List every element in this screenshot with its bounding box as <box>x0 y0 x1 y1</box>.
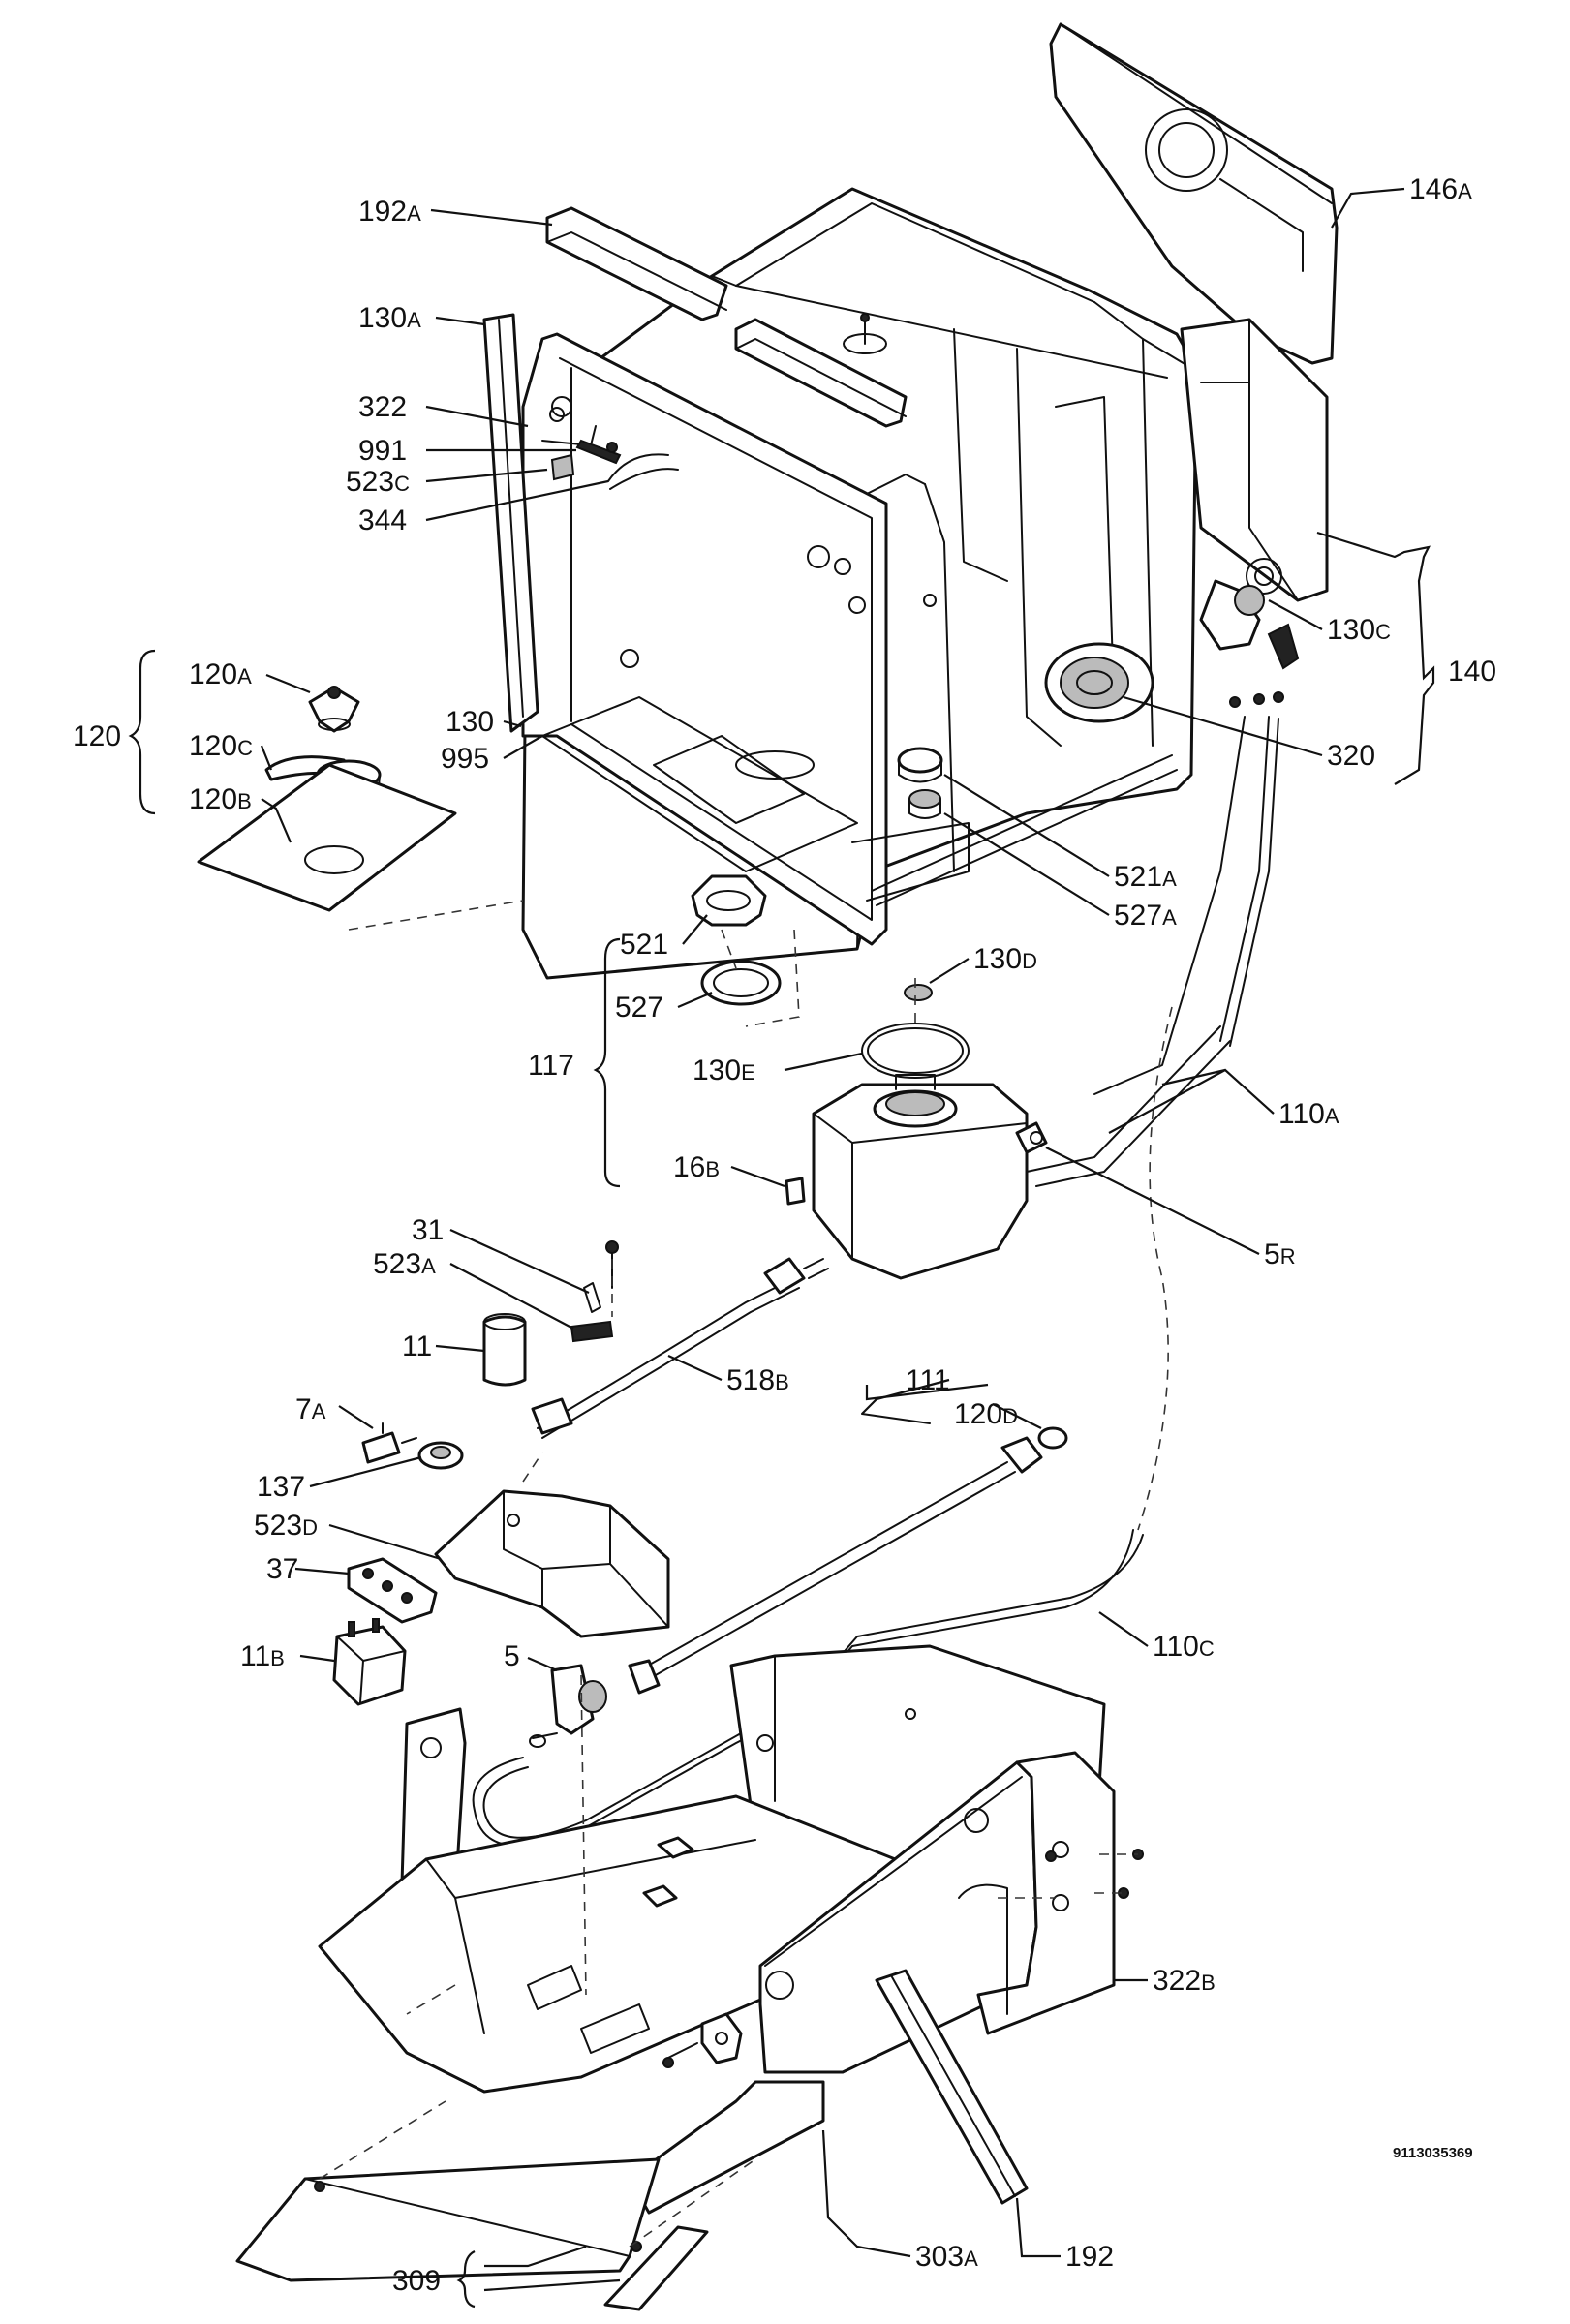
tub-assembly <box>521 187 1198 980</box>
label-130c: 130C <box>1327 614 1391 646</box>
part-labels: 192A 146A 130A 322 991 523C 344 130C 140… <box>73 173 1496 2297</box>
label-117: 117 <box>528 1050 574 1082</box>
rear-panel <box>1049 22 1339 365</box>
label-146a: 146A <box>1409 173 1472 205</box>
sump-assembly <box>691 874 1231 1280</box>
label-344: 344 <box>358 505 407 536</box>
label-991: 991 <box>358 435 407 467</box>
drain-hoses <box>1093 716 1279 1531</box>
label-527a: 527A <box>1114 900 1177 932</box>
label-527: 527 <box>615 992 663 1024</box>
label-11b: 11B <box>240 1640 285 1672</box>
label-5: 5 <box>504 1640 520 1672</box>
label-120c: 120C <box>189 730 253 762</box>
label-120b: 120B <box>189 783 252 815</box>
inlet-valve <box>472 1529 1144 1847</box>
label-11: 11 <box>402 1330 432 1362</box>
kick-plate <box>235 2157 709 2311</box>
electrical-parts <box>332 1240 829 1706</box>
insulation-strip <box>875 1969 1029 2205</box>
label-303a: 303A <box>915 2241 978 2273</box>
label-523a: 523A <box>373 1248 436 1280</box>
filter-assembly <box>197 686 457 912</box>
label-140: 140 <box>1448 656 1496 688</box>
door-hinge-parts <box>549 407 679 490</box>
label-120a: 120A <box>189 658 252 690</box>
label-995: 995 <box>441 743 489 775</box>
drawing-code: 9113035369 <box>1393 2145 1473 2161</box>
label-110a: 110A <box>1278 1098 1339 1130</box>
base-frame <box>318 1644 1144 2215</box>
label-130: 130 <box>446 706 494 738</box>
label-5r: 5R <box>1264 1238 1296 1270</box>
label-523c: 523C <box>346 466 410 498</box>
label-130e: 130E <box>693 1055 755 1086</box>
label-37: 37 <box>266 1553 298 1585</box>
label-309: 309 <box>392 2265 441 2297</box>
label-110c: 110C <box>1153 1631 1215 1663</box>
insulation-bar <box>545 206 908 428</box>
label-130a: 130A <box>358 302 421 334</box>
label-120: 120 <box>73 720 121 752</box>
assembly-guide-lines <box>319 900 1056 2248</box>
label-16b: 16B <box>673 1151 720 1183</box>
label-320: 320 <box>1327 740 1375 772</box>
label-192a: 192A <box>358 196 421 228</box>
spray-tube <box>628 1413 1068 1695</box>
label-31: 31 <box>412 1214 444 1246</box>
side-seal <box>1044 642 1154 723</box>
air-break-unit <box>1180 318 1329 708</box>
label-521: 521 <box>620 929 668 961</box>
label-322b: 322B <box>1153 1965 1216 1997</box>
salt-cap-small <box>897 747 943 819</box>
label-120d: 120D <box>954 1398 1018 1430</box>
label-523d: 523D <box>254 1510 318 1542</box>
label-137: 137 <box>257 1471 305 1503</box>
label-7a: 7A <box>295 1393 326 1425</box>
label-111: 111 <box>906 1364 950 1396</box>
label-192: 192 <box>1065 2241 1114 2273</box>
label-518b: 518B <box>726 1364 789 1396</box>
label-130d: 130D <box>973 943 1037 975</box>
label-322: 322 <box>358 391 407 423</box>
door-seal <box>482 313 539 733</box>
label-521a: 521A <box>1114 861 1177 893</box>
leader-lines <box>128 187 1435 2309</box>
